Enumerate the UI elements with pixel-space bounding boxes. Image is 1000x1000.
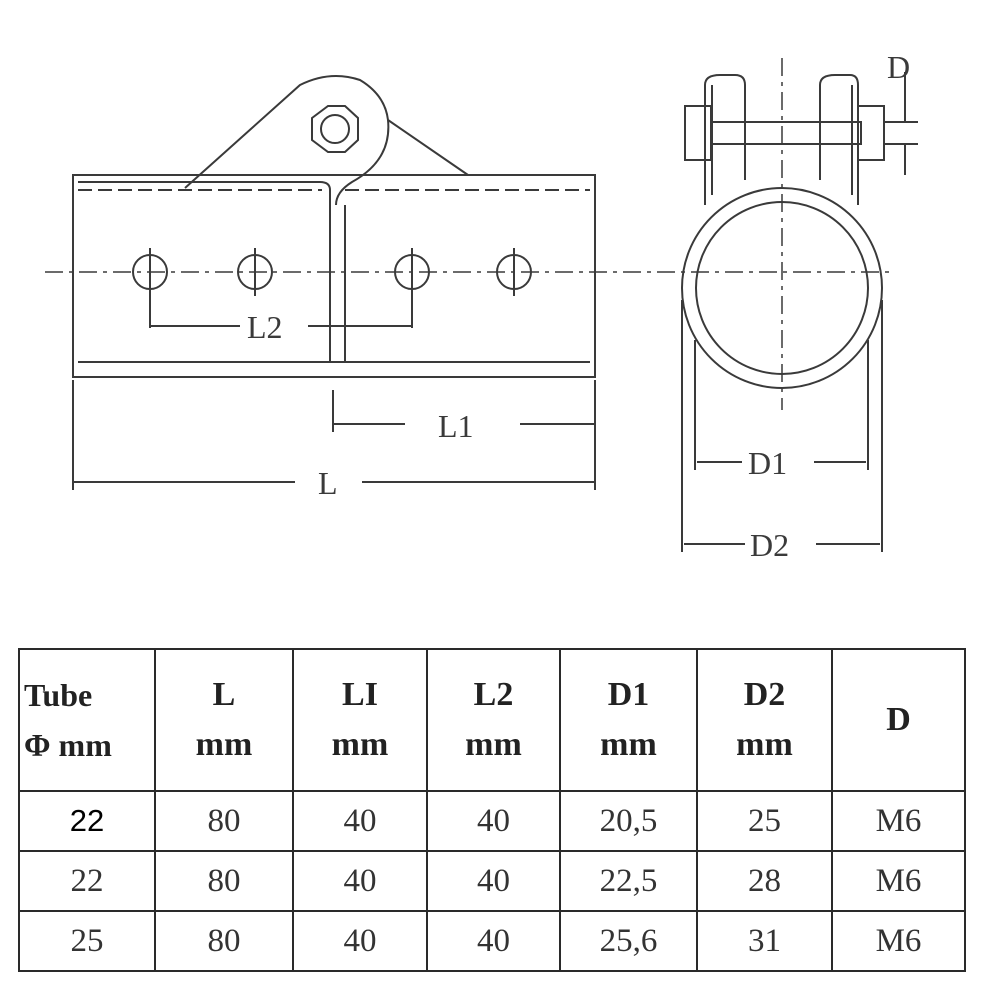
cell-D: M6 [831,790,966,852]
table-row: 25 80 40 40 25,6 31 M6 [18,910,966,972]
cell-L1: 40 [292,850,428,912]
label-L1: L1 [438,408,474,444]
label-D1: D1 [748,445,787,481]
cell-L2: 40 [426,910,561,972]
bolt-head [684,105,712,161]
cell-D2: 28 [696,850,833,912]
header-D: D [831,648,966,792]
clamp-body-outline [72,174,596,378]
cell-L: 80 [154,850,294,912]
cell-D2: 25 [696,790,833,852]
cell-D2: 31 [696,910,833,972]
cell-tube: 25 [18,910,156,972]
label-L2: L2 [247,309,283,345]
table-row: 22 80 40 40 20,5 25 M6 [18,790,966,852]
end-view [681,58,918,552]
cell-L2: 40 [426,790,561,852]
label-L: L [318,465,338,501]
cell-L1: 40 [292,790,428,852]
label-D: D [887,49,910,85]
cell-L2: 40 [426,850,561,912]
cell-D: M6 [831,910,966,972]
table-row: 22 80 40 40 22,5 28 M6 [18,850,966,912]
cell-tube: 22 [18,850,156,912]
cell-L1: 40 [292,910,428,972]
cell-D1: 25,6 [559,910,698,972]
cell-D1: 20,5 [559,790,698,852]
cell-L: 80 [154,910,294,972]
cell-L: 80 [154,790,294,852]
cell-D1: 22,5 [559,850,698,912]
hinge-lug [184,75,469,189]
technical-drawing: L2 L1 L D D1 D2 [45,49,918,563]
hinge-nut-icon [311,105,359,153]
cell-D: M6 [831,850,966,912]
bolt-nut [857,105,885,161]
label-D2: D2 [750,527,789,563]
cell-tube: 22 [18,790,156,852]
side-view [45,75,895,490]
bolt-shank [710,121,862,145]
